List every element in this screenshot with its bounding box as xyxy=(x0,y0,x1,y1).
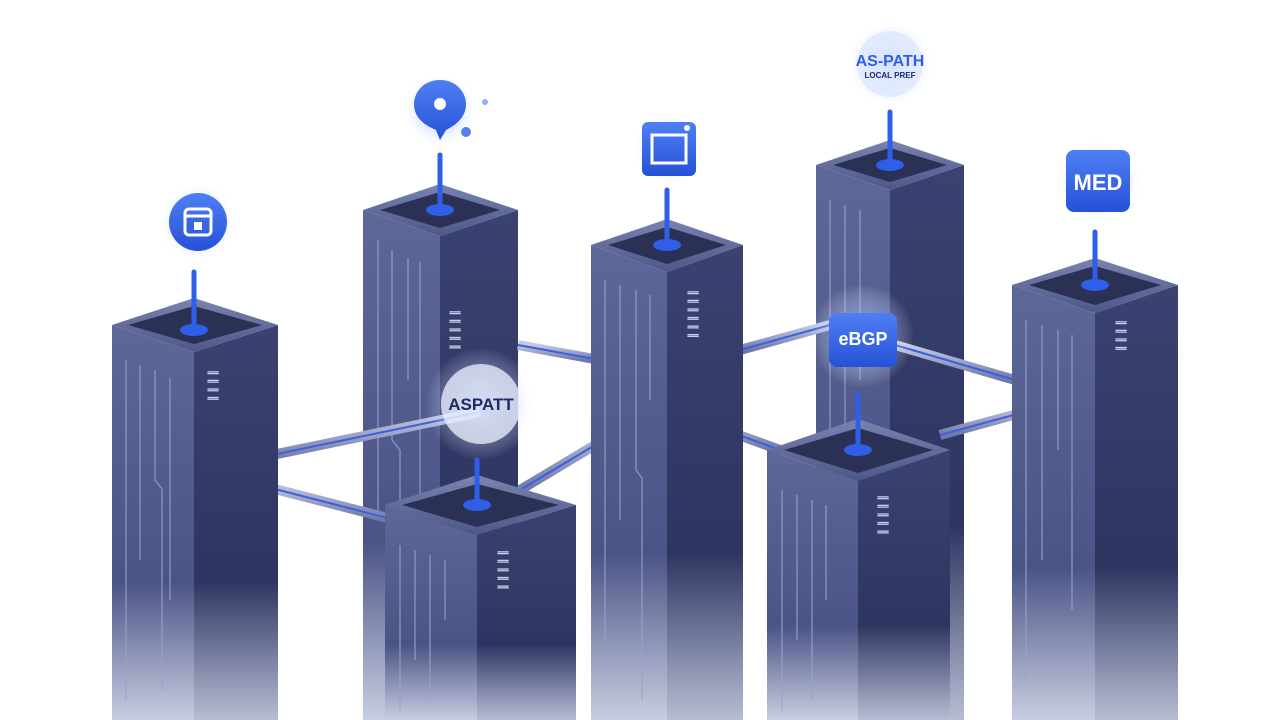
location-chat-icon xyxy=(402,72,488,148)
antenna-bases xyxy=(180,159,1109,511)
router-tower-front-right: ∥ ∥ ∥ ∥ ∥ xyxy=(767,419,950,720)
router-tower-right: ∥ ∥ ∥ ∥ xyxy=(1012,258,1178,720)
med-badge: MED xyxy=(1055,140,1143,224)
svg-text:∥ ∥ ∥ ∥ ∥: ∥ ∥ ∥ ∥ ∥ xyxy=(877,495,889,535)
as-path-text: AS-PATH xyxy=(856,53,925,70)
ebgp-badge: eBGP xyxy=(810,284,914,388)
med-text: MED xyxy=(1074,170,1123,195)
local-pref-text: LOCAL PREF xyxy=(865,71,916,80)
svg-text:∥ ∥ ∥ ∥ ∥: ∥ ∥ ∥ ∥ ∥ xyxy=(497,550,509,590)
app-square-icon xyxy=(158,182,238,262)
ebgp-text: eBGP xyxy=(838,329,887,349)
svg-text:∥ ∥ ∥ ∥: ∥ ∥ ∥ ∥ xyxy=(207,370,219,401)
router-tower-left: ∥ ∥ ∥ ∥ xyxy=(112,298,278,720)
svg-text:∥ ∥ ∥ ∥ ∥: ∥ ∥ ∥ ∥ ∥ xyxy=(449,310,461,350)
svg-text:∥ ∥ ∥ ∥: ∥ ∥ ∥ ∥ xyxy=(1115,320,1127,351)
router-tower-center: ∥ ∥ ∥ ∥ ∥ ∥ xyxy=(591,219,743,720)
aspatt-text: ASPATT xyxy=(448,395,514,414)
router-tower-front-center: ∥ ∥ ∥ ∥ ∥ xyxy=(385,475,576,720)
as-path-local-pref-label: AS-PATH LOCAL PREF xyxy=(846,20,934,108)
aspatt-label: ASPATT xyxy=(425,348,537,460)
svg-text:∥ ∥ ∥ ∥ ∥ ∥: ∥ ∥ ∥ ∥ ∥ ∥ xyxy=(687,290,699,338)
antennas xyxy=(191,109,1098,508)
window-icon xyxy=(632,112,706,186)
